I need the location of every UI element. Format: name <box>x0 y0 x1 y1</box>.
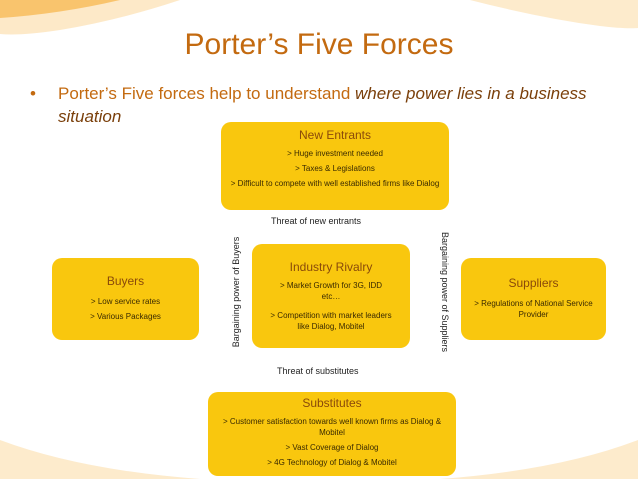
box-substitutes: Substitutes > Customer satisfaction towa… <box>208 392 456 476</box>
label-bargaining-power-buyers: Bargaining power of Buyers <box>231 236 241 348</box>
label-threat-substitutes: Threat of substitutes <box>277 366 359 376</box>
box-new-entrants: New Entrants > Huge investment needed > … <box>221 122 449 210</box>
box-suppliers-title: Suppliers <box>508 276 559 290</box>
suppliers-point: > Regulations of National Service Provid… <box>474 299 593 319</box>
box-buyers-title: Buyers <box>106 274 145 288</box>
bullet-text-emphasis: where power lies in a business situation <box>58 84 587 126</box>
new-entrants-point: > Taxes & Legislations <box>295 164 375 173</box>
bullet-text-plain: Porter’s Five forces help to understand <box>58 84 356 103</box>
label-bargaining-power-suppliers: Bargaining power of Suppliers <box>440 231 450 353</box>
new-entrants-point: > Huge investment needed <box>287 149 383 158</box>
box-industry-rivalry-title: Industry Rivalry <box>289 260 373 274</box>
box-buyers: Buyers > Low service rates > Various Pac… <box>52 258 199 340</box>
box-substitutes-title: Substitutes <box>302 396 362 410</box>
buyers-point: > Various Packages <box>90 312 161 321</box>
rivalry-point: > Competition with market leaders like D… <box>270 311 392 331</box>
rivalry-point: > Market Growth for 3G, IDD etc… <box>279 281 383 301</box>
substitutes-point: > Customer satisfaction towards well kno… <box>222 417 442 437</box>
buyers-point: > Low service rates <box>90 297 161 306</box>
box-new-entrants-title: New Entrants <box>298 128 372 142</box>
label-threat-new-entrants: Threat of new entrants <box>271 216 362 226</box>
substitutes-point: > Vast Coverage of Dialog <box>285 443 379 452</box>
substitutes-point: > 4G Technology of Dialog & Mobitel <box>267 458 397 467</box>
bullet-text: Porter’s Five forces help to understand … <box>58 82 618 128</box>
box-industry-rivalry: Industry Rivalry > Market Growth for 3G,… <box>252 244 410 348</box>
slide-title: Porter’s Five Forces <box>184 28 454 61</box>
bullet-dot: • <box>30 84 36 103</box>
box-suppliers: Suppliers > Regulations of National Serv… <box>461 258 606 340</box>
new-entrants-point: > Difficult to compete with well establi… <box>230 179 440 188</box>
